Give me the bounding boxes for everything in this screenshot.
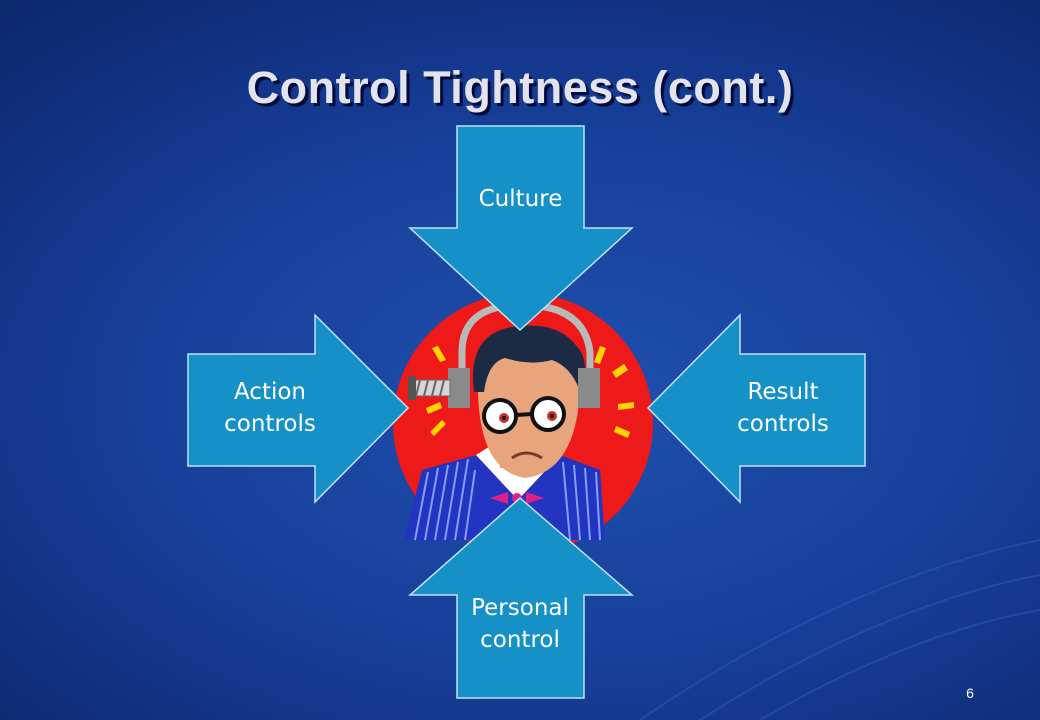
arrow-result-controls — [646, 313, 866, 504]
arrow-action-controls — [187, 313, 410, 504]
arrow-label-culture: Culture — [457, 183, 584, 215]
hair — [472, 325, 586, 398]
arrow-personal-control — [408, 497, 635, 699]
strain-marks — [426, 346, 634, 438]
arrow-label-line: Action — [233, 379, 307, 405]
slide-title: Control Tightness (cont.) — [246, 62, 794, 113]
arrow-label-line: controls — [737, 411, 829, 437]
arrow-label-action-controls: Action controls — [195, 376, 345, 440]
page-number: 6 — [966, 685, 974, 701]
arrow-label-result-controls: Result controls — [708, 376, 858, 440]
arrow-label-personal-control: Personal control — [445, 592, 595, 656]
arrows — [187, 125, 866, 699]
arrow-label-line: control — [480, 627, 560, 653]
arrow-label-line: controls — [224, 411, 316, 437]
face — [477, 345, 581, 478]
arrow-label-line: Personal — [471, 595, 569, 621]
arrow-culture — [408, 125, 634, 332]
arrow-label-line: Culture — [478, 186, 563, 212]
jacket-stripes — [414, 458, 601, 541]
arrow-label-line: Result — [747, 379, 819, 405]
background-swoosh — [639, 539, 1040, 720]
